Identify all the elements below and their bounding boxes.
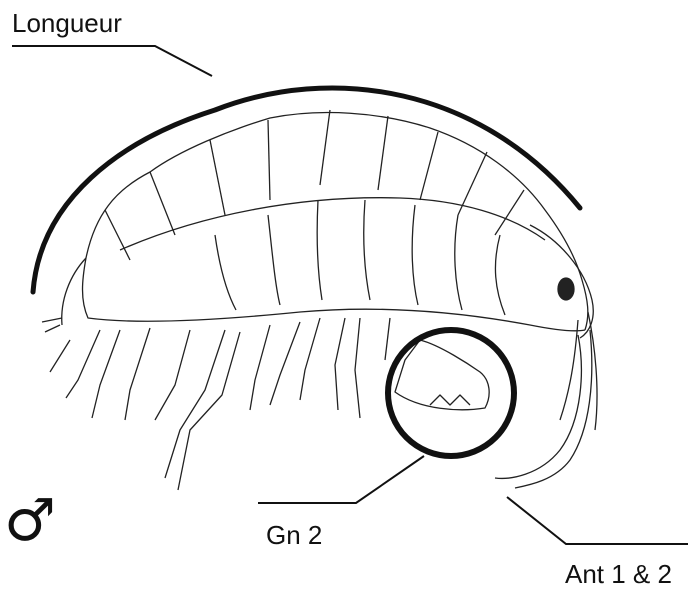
eye: [558, 278, 574, 300]
antennae-label: Ant 1 & 2: [565, 561, 672, 587]
gnathopod-highlight-circle: [388, 330, 514, 456]
amphipod-body: [42, 110, 597, 490]
length-leader-line: [12, 46, 212, 76]
length-label: Longueur: [12, 10, 122, 36]
gnathopod-label: Gn 2: [266, 522, 322, 548]
gnathopod-leader-line: [258, 456, 424, 503]
male-symbol-icon: ♂: [4, 491, 56, 549]
length-arc: [33, 88, 580, 292]
antennae-leader-line: [507, 497, 688, 544]
